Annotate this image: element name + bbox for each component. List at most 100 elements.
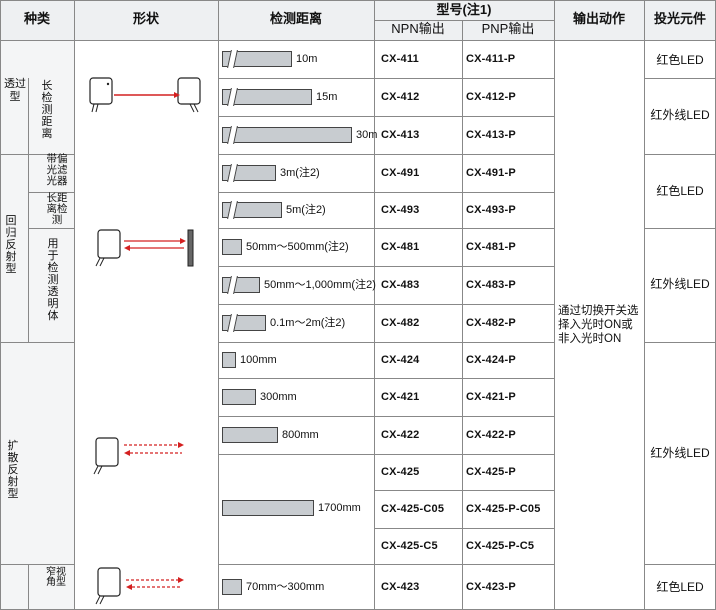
pnp-model: CX-413-P [466,129,516,141]
pnp-model: CX-412-P [466,91,516,103]
grid-line [374,490,554,491]
grid-line [218,192,554,193]
header-model: 型号(注1) [436,2,492,17]
break-mark [227,88,238,106]
grid-line [374,20,554,21]
grid-line [28,564,29,610]
emitter-red-2: 红色LED [656,184,704,198]
distance-label: 50mm～500mm(注2) [246,241,349,253]
output-operation-text: 通过切换开关选择入光时ON或非入光时ON [558,305,639,345]
grid-line [0,40,716,41]
npn-model: CX-421 [381,391,420,403]
npn-model: CX-422 [381,429,420,441]
npn-model: CX-413 [381,129,420,141]
distance-bar [222,389,256,405]
header-npn: NPN输出 [391,21,445,36]
grid-line [218,228,554,229]
pnp-model: CX-493-P [466,204,516,216]
narrow-view-sensor-illustration [95,567,184,605]
distance-label: 70mm～300mm [246,581,325,593]
grid-line [28,564,74,565]
header-operation: 输出动作 [572,11,625,26]
grid-line [218,342,554,343]
distance-label: 50mm～1,000mm(注2) [264,279,376,291]
npn-model: CX-483 [381,279,420,291]
distance-bar [222,126,352,144]
distance-bar [222,314,266,332]
grid-line [0,0,1,610]
group-retro-long: 长距离检测 [46,192,68,226]
group-diffuse: 扩散反射型 [7,440,19,500]
grid-line [374,528,554,529]
grid-line [462,20,463,610]
header-pnp: PNP输出 [481,21,535,36]
pnp-model: CX-425-P [466,466,516,478]
grid-line [0,342,74,343]
break-mark [227,50,238,68]
grid-line [218,154,554,155]
grid-line [218,564,554,565]
distance-bar [222,239,242,255]
distance-label: 30m [356,129,378,141]
type-column-background [0,40,74,610]
npn-model: CX-425-C05 [381,503,445,515]
emitter-ir-1: 红外线LED [650,108,710,122]
grid-line [374,0,375,610]
distance-bar [222,500,314,516]
distance-bar [222,201,282,219]
pnp-model: CX-424-P [466,354,516,366]
header-emitter: 投光元件 [653,11,706,26]
distance-label: 3m(注2) [280,167,320,179]
pnp-model: CX-421-P [466,391,516,403]
header-type: 种类 [23,11,50,26]
break-mark [227,276,238,294]
distance-label: 5m(注2) [286,204,326,216]
distance-bar [222,276,260,294]
grid-line [644,0,645,610]
group-thru-beam: 透过型 [4,78,26,103]
header-shape: 形状 [132,11,159,26]
group-narrow: 窄视角型 [46,567,66,588]
grid-line [218,116,554,117]
break-mark [227,164,238,182]
group-retro-transparent: 用于检测透明体 [47,238,59,322]
emitter-red-3: 红色LED [656,580,704,594]
grid-line [218,78,554,79]
pnp-model: CX-411-P [466,53,516,65]
grid-line [218,378,554,379]
grid-line [644,564,716,565]
break-mark [227,126,238,144]
break-mark [227,314,238,332]
emitter-ir-2: 红外线LED [650,277,710,291]
npn-model: CX-425 [381,466,420,478]
group-thru-sub: 长检测距离 [41,80,53,140]
grid-line [0,154,74,155]
grid-line [644,228,716,229]
header-background [0,0,716,40]
distance-label: 10m [296,53,318,65]
pnp-model: CX-482-P [466,317,516,329]
grid-line [218,416,554,417]
distance-label: 1700mm [318,502,361,514]
distance-label: 0.1m～2m(注2) [270,317,346,329]
grid-line [218,454,554,455]
emitter-ir-3: 红外线LED [650,446,710,460]
grid-line [644,342,716,343]
distance-label: 800mm [282,429,319,441]
distance-label: 15m [316,91,338,103]
distance-bar [222,352,236,368]
npn-model: CX-493 [381,204,420,216]
distance-bar [222,50,292,68]
break-mark [227,201,238,219]
retro-reflective-sensor-illustration [95,229,194,267]
pnp-model: CX-491-P [466,167,516,179]
grid-line [644,78,716,79]
group-retro: 回归反射型 [5,215,17,275]
npn-model: CX-491 [381,167,420,179]
grid-line [0,0,716,1]
npn-model: CX-425-C5 [381,540,438,552]
pnp-model: CX-423-P [466,581,516,593]
pnp-model: CX-422-P [466,429,516,441]
npn-model: CX-482 [381,317,420,329]
thru-beam-sensor-illustration [89,77,201,113]
